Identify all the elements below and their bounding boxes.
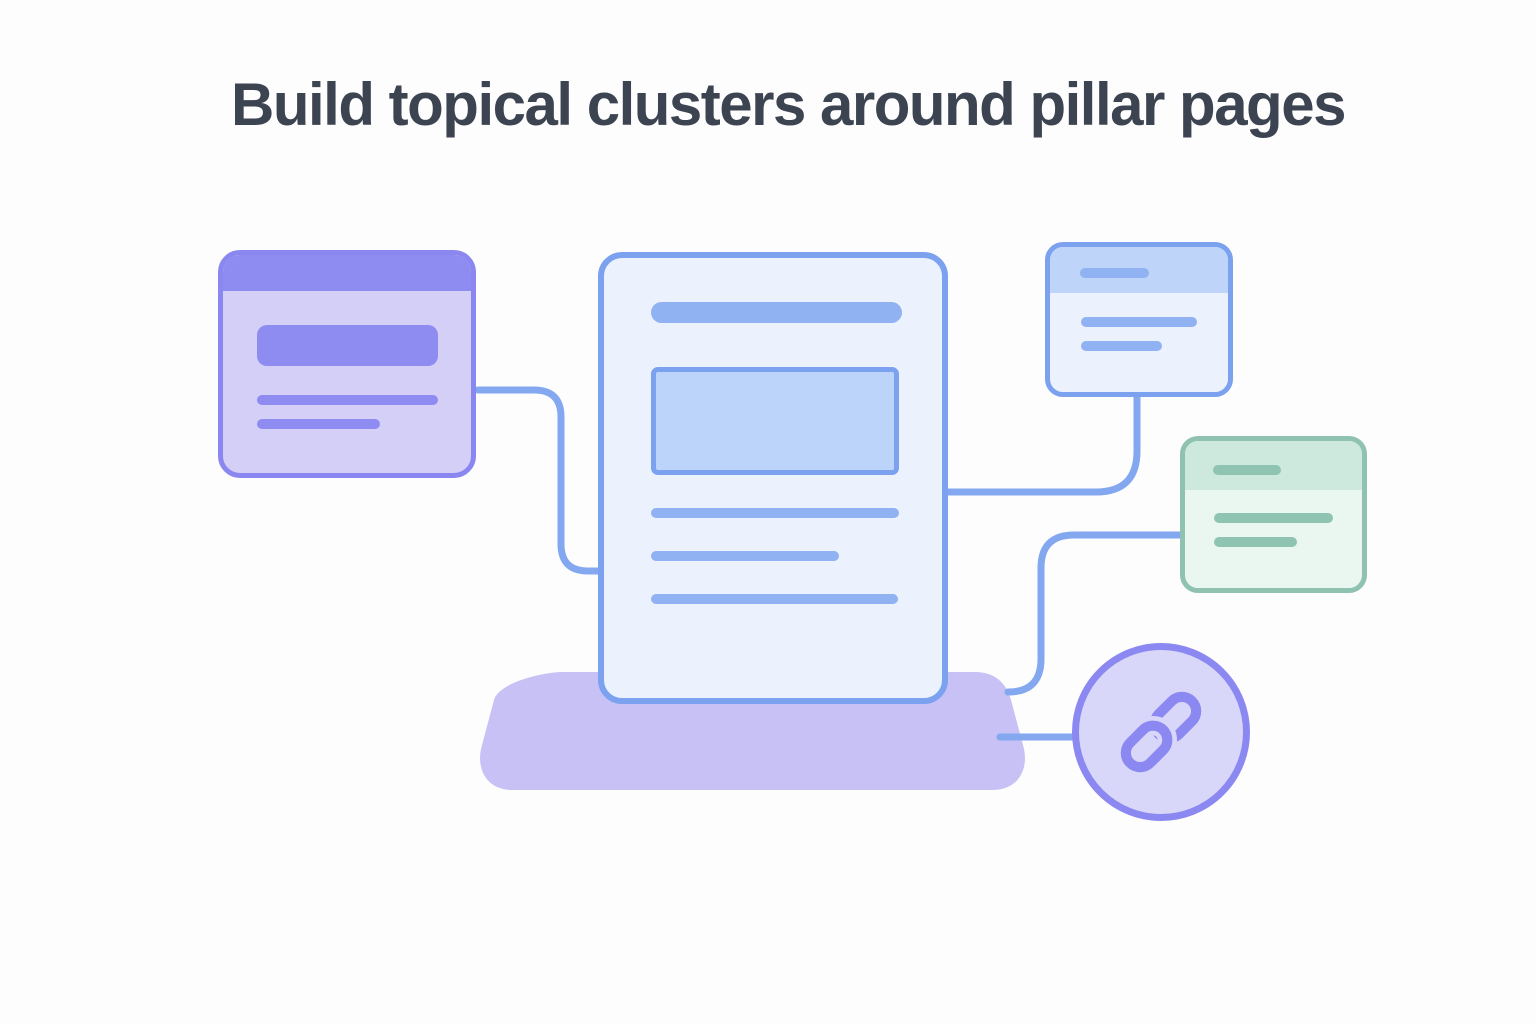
placeholder-title-bar <box>651 302 902 323</box>
cluster-card-top-right <box>1045 242 1233 397</box>
link-icon <box>1116 691 1202 777</box>
placeholder-text-line <box>651 594 898 604</box>
cluster-card-right <box>1180 436 1367 593</box>
placeholder-text-line <box>257 419 380 429</box>
placeholder-text-line <box>1214 537 1297 547</box>
cluster-card-left <box>218 250 476 478</box>
link-node <box>1072 643 1250 821</box>
placeholder-header-line <box>1213 465 1281 475</box>
page-title: Build topical clusters around pillar pag… <box>231 71 1346 138</box>
placeholder-text-line <box>651 551 839 561</box>
placeholder-text-line <box>651 508 899 518</box>
placeholder-header-line <box>1080 268 1149 278</box>
placeholder-text-line <box>1081 317 1197 327</box>
connector-green-card-to-base <box>1004 531 1185 696</box>
card-header-stripe <box>223 255 471 291</box>
placeholder-text-line <box>257 395 438 405</box>
placeholder-text-line <box>1214 513 1333 523</box>
placeholder-text-line <box>1081 341 1162 351</box>
connector-top-right-card-to-pillar <box>944 392 1141 496</box>
connector-left-card-to-pillar <box>474 386 604 575</box>
placeholder-heading-block <box>257 325 438 366</box>
placeholder-image-block <box>651 367 899 475</box>
pillar-page-document <box>598 252 948 704</box>
